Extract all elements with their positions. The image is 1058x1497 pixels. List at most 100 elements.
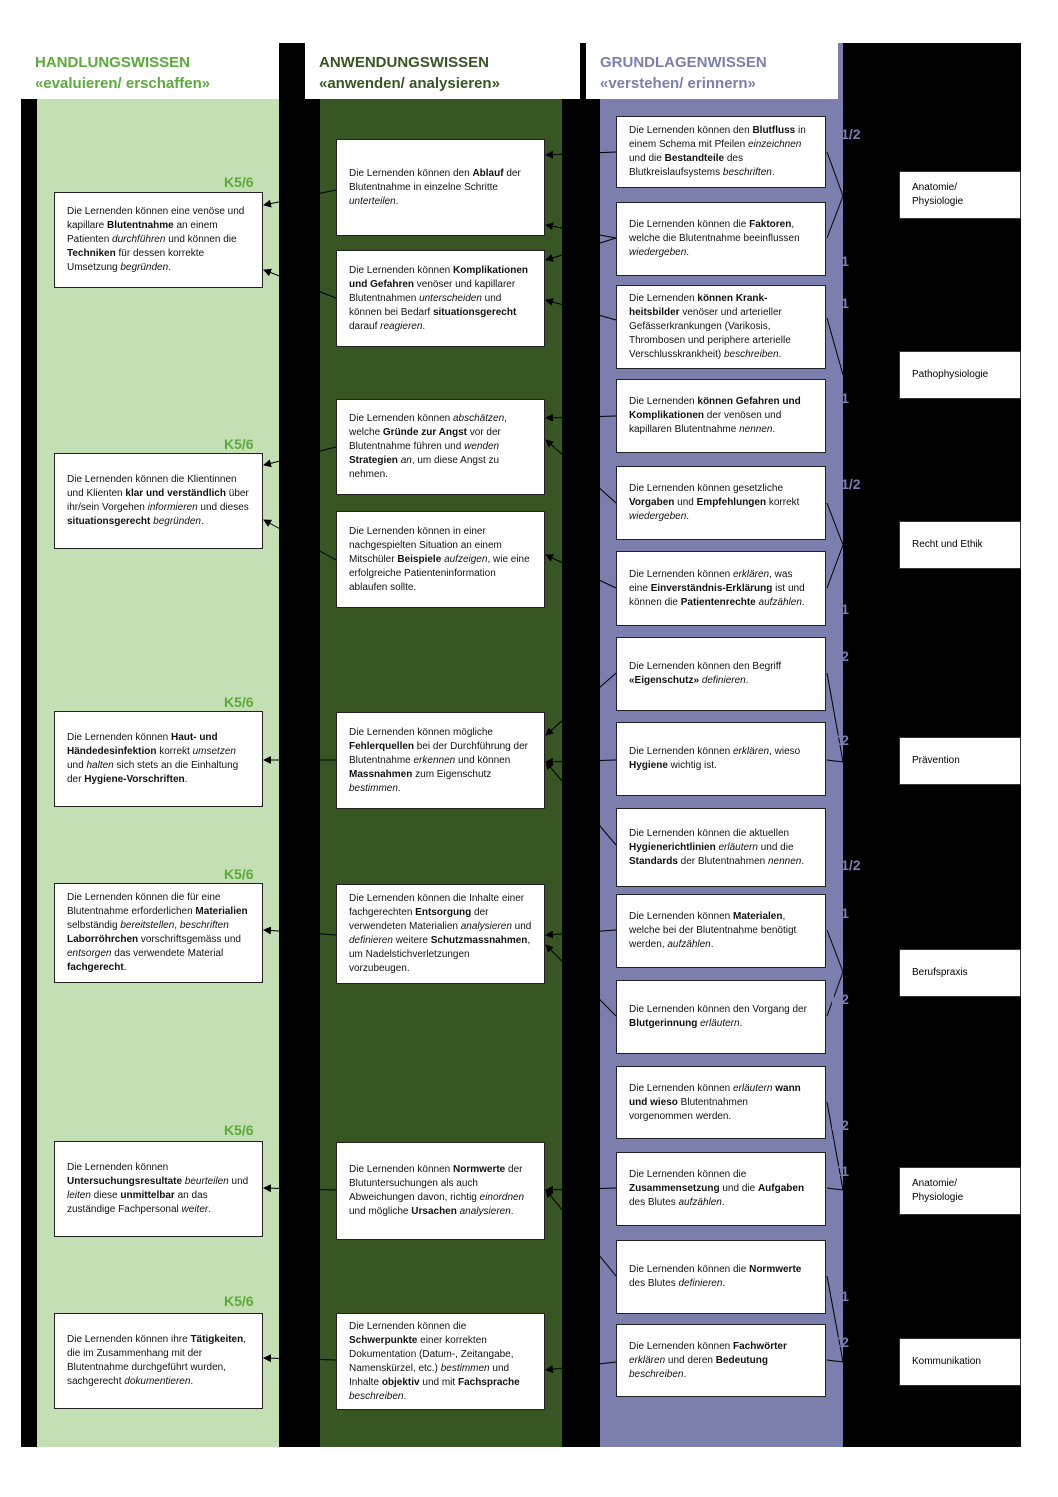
connector-line bbox=[826, 151, 844, 197]
connector-line bbox=[826, 1359, 844, 1363]
taxonomy-level-label: K5/6 bbox=[224, 174, 254, 190]
grundlagen-box-text: Die Lernenden können den Blutfluss in ei… bbox=[629, 125, 806, 178]
grundlagen-box-text: Die Lernenden können die Zusammensetzung… bbox=[629, 1169, 805, 1208]
handlung-box-text: Die Lernenden können Haut- und Händedesi… bbox=[67, 732, 239, 785]
anwendung-box-text: Die Lernenden können die Schwerpunkte ei… bbox=[349, 1320, 520, 1402]
grundlagen-box: Die Lernenden können Gefahren und Kompli… bbox=[616, 379, 826, 453]
grundlagen-box-text: Die Lernenden können Materialen, welche … bbox=[629, 911, 797, 950]
handlung-box: Die Lernenden können Untersuchungsresult… bbox=[54, 1141, 263, 1237]
connector-line bbox=[826, 195, 844, 239]
connector-arrow bbox=[545, 1189, 617, 1277]
taxonomy-level-label: K1/2 bbox=[831, 857, 861, 873]
connector-arrow bbox=[263, 1354, 337, 1363]
taxonomy-level-label: K5/6 bbox=[224, 694, 254, 710]
header-handlungswissen: HANDLUNGSWISSEN «evaluieren/ erschaffen» bbox=[21, 43, 279, 99]
taxonomy-level-label: K1 bbox=[831, 390, 849, 406]
grundlagen-box-text: Die Lernenden können Fachwörter erklären… bbox=[629, 1340, 787, 1380]
taxonomy-level-label: K2 bbox=[831, 1117, 849, 1133]
taxonomy-level-label: K1/2 bbox=[831, 126, 861, 142]
grundlagen-box-text: Die Lernenden können den Vorgang der Blu… bbox=[629, 1004, 807, 1029]
taxonomy-level-label: K1 bbox=[831, 905, 849, 921]
connector-arrow bbox=[545, 237, 617, 262]
connector-arrow bbox=[545, 298, 617, 321]
grundlagen-box: Die Lernenden können Fachwörter erklären… bbox=[616, 1324, 826, 1397]
taxonomy-level-label: K5/6 bbox=[224, 866, 254, 882]
taxonomy-level-label: K1 bbox=[831, 1163, 849, 1179]
taxonomy-level-label: K2 bbox=[831, 648, 849, 664]
handlung-box-text: Die Lernenden können ihre Tätigkeiten, d… bbox=[67, 1334, 247, 1387]
taxonomy-level-label: K5/6 bbox=[224, 1122, 254, 1138]
anwendung-box-text: Die Lernenden können Normwerte der Blutu… bbox=[349, 1164, 525, 1217]
taxonomy-level-label: K1/2 bbox=[831, 476, 861, 492]
grundlagen-box: Die Lernenden können die Zusammensetzung… bbox=[616, 1152, 826, 1226]
connector-arrow bbox=[545, 757, 617, 766]
connector-line bbox=[826, 1101, 844, 1191]
connector-arrow bbox=[263, 268, 337, 299]
grundlagen-box: Die Lernenden können den Vorgang der Blu… bbox=[616, 980, 826, 1054]
anwendung-box-text: Die Lernenden können die Inhalte einer f… bbox=[349, 893, 532, 974]
connector-arrow bbox=[263, 519, 337, 561]
taxonomy-level-label: K5/6 bbox=[224, 436, 254, 452]
anwendung-box: Die Lernenden können abschätzen, welche … bbox=[336, 399, 545, 495]
handlung-box: Die Lernenden können Haut- und Händedesi… bbox=[54, 711, 263, 807]
anwendung-box: Die Lernenden können den Ablauf der Blut… bbox=[336, 139, 545, 236]
grundlagen-box: Die Lernenden können erklären, wieso Hyg… bbox=[616, 722, 826, 796]
connector-line bbox=[826, 1275, 844, 1363]
grundlagen-box-text: Die Lernenden können gesetzliche Vorgabe… bbox=[629, 483, 800, 522]
header-title: HANDLUNGSWISSEN bbox=[35, 54, 191, 71]
grundlagen-box: Die Lernenden können Materialen, welche … bbox=[616, 894, 826, 968]
subject-box: Anatomie/ Physiologie bbox=[899, 171, 1021, 219]
connector-arrow bbox=[545, 150, 617, 159]
grundlagen-box: Die Lernenden können den Blutfluss in ei… bbox=[616, 116, 826, 188]
grundlagen-box: Die Lernenden können erläutern wann und … bbox=[616, 1066, 826, 1139]
header-grundlagenwissen: GRUNDLAGENWISSEN «verstehen/ erinnern» bbox=[586, 43, 838, 99]
grundlagen-box: Die Lernenden können erklären, was eine … bbox=[616, 551, 826, 626]
anwendung-box: Die Lernenden können mögliche Fehlerquel… bbox=[336, 712, 545, 809]
connector-arrow bbox=[545, 439, 617, 504]
header-title: GRUNDLAGENWISSEN bbox=[600, 54, 767, 71]
anwendung-box: Die Lernenden können Normwerte der Blutu… bbox=[336, 1142, 545, 1240]
header-anwendungswissen: ANWENDUNGSWISSEN «anwenden/ analysieren» bbox=[305, 43, 580, 99]
connector-line bbox=[826, 544, 844, 589]
anwendung-box: Die Lernenden können die Inhalte einer f… bbox=[336, 884, 545, 984]
taxonomy-level-label: K2 bbox=[831, 732, 849, 748]
handlung-box: Die Lernenden können ihre Tätigkeiten, d… bbox=[54, 1313, 263, 1409]
connector-line bbox=[826, 929, 844, 973]
connector-arrow bbox=[545, 554, 617, 589]
anwendung-box-text: Die Lernenden können mögliche Fehlerquel… bbox=[349, 726, 528, 794]
taxonomy-level-label: K1 bbox=[831, 253, 849, 269]
anwendung-box-text: Die Lernenden können abschätzen, welche … bbox=[349, 413, 507, 480]
grundlagen-box-text: Die Lernenden können die Normwerte des B… bbox=[629, 1264, 802, 1289]
connector-arrow bbox=[263, 926, 337, 936]
taxonomy-level-label: K1 bbox=[831, 1288, 849, 1304]
anwendung-box-text: Die Lernenden können in einer nachgespie… bbox=[349, 525, 530, 593]
taxonomy-level-label: K1 bbox=[831, 295, 849, 311]
anwendung-box: Die Lernenden können Komplikationen und … bbox=[336, 250, 545, 347]
subject-box: Pathophysiologie bbox=[899, 351, 1021, 399]
connector-arrow bbox=[545, 929, 617, 939]
grundlagen-box-text: Die Lernenden können den Begriff «Eigens… bbox=[629, 661, 782, 686]
taxonomy-level-label: K5/6 bbox=[224, 1293, 254, 1309]
grundlagen-box: Die Lernenden können die aktuellen Hygie… bbox=[616, 808, 826, 887]
header-subtitle: «verstehen/ erinnern» bbox=[600, 75, 756, 92]
anwendung-box-text: Die Lernenden können den Ablauf der Blut… bbox=[349, 167, 521, 207]
subject-box: Kommunikation bbox=[899, 1338, 1021, 1386]
grundlagen-box-text: Die Lernenden können erklären, was eine … bbox=[629, 568, 805, 608]
connector-arrow bbox=[545, 761, 617, 846]
grundlagen-box: Die Lernenden können Krank-heitsbilder v… bbox=[616, 285, 826, 369]
connector-line bbox=[826, 1187, 844, 1191]
subject-box: Recht und Ethik bbox=[899, 521, 1021, 569]
handlung-box-text: Die Lernenden können eine venöse und kap… bbox=[67, 206, 245, 273]
connector-arrow bbox=[545, 1185, 617, 1194]
connector-line bbox=[826, 759, 844, 763]
subject-box: Anatomie/ Physiologie bbox=[899, 1167, 1021, 1215]
anwendung-box-text: Die Lernenden können Komplikationen und … bbox=[349, 264, 528, 332]
grundlagen-box-text: Die Lernenden können erklären, wieso Hyg… bbox=[629, 746, 801, 771]
taxonomy-level-label: K2 bbox=[831, 1334, 849, 1350]
taxonomy-level-label: K1 bbox=[831, 601, 849, 617]
connector-line bbox=[826, 672, 844, 763]
taxonomy-level-label: K2 bbox=[831, 991, 849, 1007]
grundlagen-box-text: Die Lernenden können Krank-heitsbilder v… bbox=[629, 293, 791, 360]
anwendung-box: Die Lernenden können die Schwerpunkte ei… bbox=[336, 1313, 545, 1410]
